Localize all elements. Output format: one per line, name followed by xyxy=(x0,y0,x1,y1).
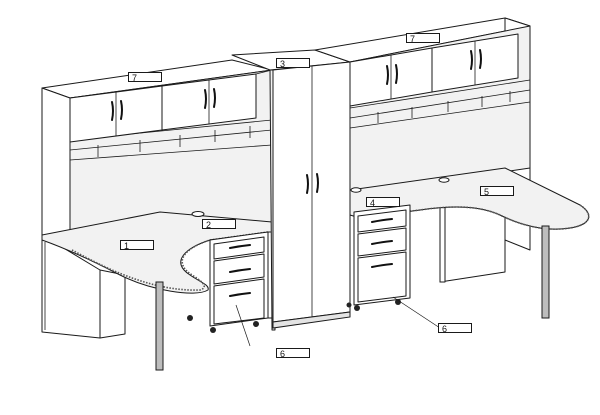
callout-label-7-right: 7 xyxy=(406,33,440,44)
left-desk-leg xyxy=(155,281,164,371)
callout-label-6-right: 6 xyxy=(438,323,472,334)
right-pedestal xyxy=(346,204,411,311)
callout-label-3: 3 xyxy=(276,58,310,69)
callout-leaders xyxy=(235,296,441,347)
callout-label-7-left: 7 xyxy=(128,72,162,83)
left-desk xyxy=(41,211,273,371)
right-desk-leg xyxy=(541,225,550,319)
left-hutch xyxy=(41,59,273,246)
callout-label-6-left: 6 xyxy=(276,348,310,359)
callout-label-2: 2 xyxy=(202,219,236,230)
callout-label-1: 1 xyxy=(120,240,154,251)
callout-label-4: 4 xyxy=(366,197,400,208)
left-pedestal xyxy=(187,231,273,333)
callout-label-5: 5 xyxy=(480,186,514,197)
right-desk xyxy=(349,167,590,319)
